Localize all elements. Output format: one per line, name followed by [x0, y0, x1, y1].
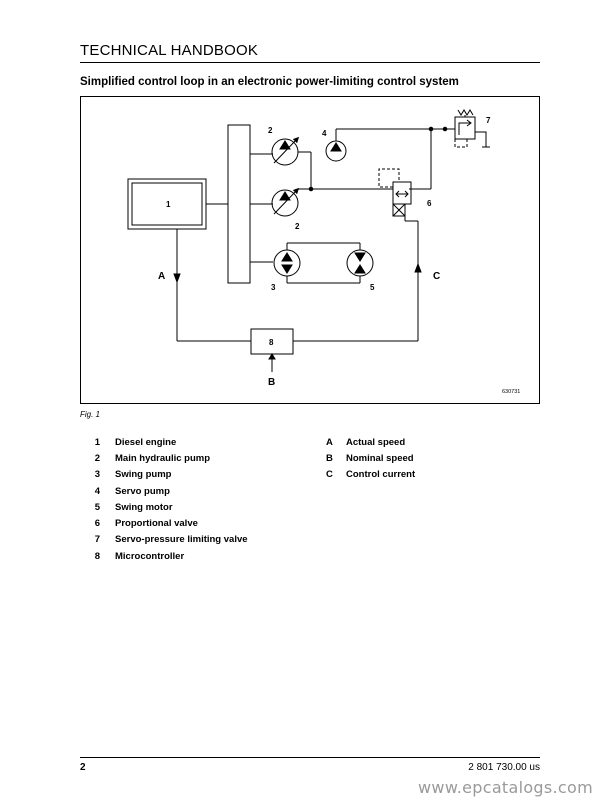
drive-shaft	[227, 124, 251, 284]
legend-item: C Control current	[326, 467, 526, 483]
label-c: C	[433, 271, 440, 282]
legend-lettered: A Actual speed B Nominal speed C Control cu…	[326, 434, 526, 483]
footer-rule	[80, 757, 540, 758]
label-6: 6	[427, 199, 432, 208]
document-number: 2 801 730.00 us	[468, 762, 540, 773]
label-1: 1	[166, 200, 171, 209]
label-2-top: 2	[268, 126, 273, 135]
legend-label: Swing pump	[115, 469, 172, 481]
legend-key: 4	[94, 485, 100, 497]
figure-frame: 1 2 2 4 7 6 3 5 8 A C B 630731	[80, 96, 540, 404]
servo-pump-symbol	[325, 140, 347, 162]
proportional-valve	[378, 168, 412, 217]
legend-label: Diesel engine	[115, 436, 177, 448]
legend-key: 7	[94, 534, 100, 546]
legend-item: 6 Proportional valve	[80, 515, 320, 531]
main-hydraulic-pump-top	[271, 136, 300, 166]
header-rule	[80, 62, 540, 63]
label-a: A	[158, 271, 165, 282]
label-3: 3	[271, 283, 276, 292]
legend-label: Actual speed	[346, 436, 406, 448]
servo-pressure-limiting-valve	[454, 109, 490, 148]
legend-label: Swing motor	[115, 501, 173, 513]
label-b: B	[268, 377, 275, 388]
legend-label: Microcontroller	[115, 550, 185, 562]
legend-label: Servo-pressure limiting valve	[115, 534, 248, 546]
control-loop-diagram: 1 2 2 4 7 6 3 5 8 A C B 630731	[127, 109, 520, 395]
legend-item: B Nominal speed	[326, 450, 526, 466]
legend-label: Servo pump	[115, 485, 170, 497]
legend-item: A Actual speed	[326, 434, 526, 450]
legend-key: 2	[94, 452, 100, 464]
legend-key: 8	[94, 550, 100, 562]
legend-key: B	[326, 452, 333, 464]
page-number: 2	[80, 762, 86, 773]
label-4: 4	[322, 129, 327, 138]
section-title: Simplified control loop in an electronic…	[80, 76, 459, 88]
legend-key: 3	[94, 469, 100, 481]
legend-label: Main hydraulic pump	[115, 452, 211, 464]
label-7: 7	[486, 116, 491, 125]
legend-item: 3 Swing pump	[80, 467, 320, 483]
legend-label: Control current	[346, 469, 416, 481]
label-8: 8	[269, 338, 274, 347]
legend-item: 8 Microcontroller	[80, 548, 320, 564]
figure-code: 630731	[502, 389, 520, 395]
legend-item: 7 Servo-pressure limiting valve	[80, 532, 320, 548]
main-hydraulic-pump-bottom	[271, 187, 300, 217]
watermark: www.epcatalogs.com	[418, 778, 593, 797]
legend-item: 1 Diesel engine	[80, 434, 320, 450]
legend-item: 2 Main hydraulic pump	[80, 450, 320, 466]
legend-item: 4 Servo pump	[80, 483, 320, 499]
legend-label: Proportional valve	[115, 518, 198, 530]
swing-motor-symbol	[346, 249, 374, 277]
header-title: TECHNICAL HANDBOOK	[80, 42, 259, 59]
legend-item: 5 Swing motor	[80, 499, 320, 515]
legend-key: 5	[94, 501, 100, 513]
legend-label: Nominal speed	[346, 452, 414, 464]
legend-key: 1	[94, 436, 100, 448]
label-2-bottom: 2	[295, 222, 300, 231]
label-5: 5	[370, 283, 375, 292]
legend-key: A	[326, 436, 333, 448]
legend-key: 6	[94, 518, 100, 530]
swing-pump-symbol	[273, 249, 301, 277]
legend-key: C	[326, 469, 333, 481]
figure-caption: Fig. 1	[80, 410, 101, 419]
